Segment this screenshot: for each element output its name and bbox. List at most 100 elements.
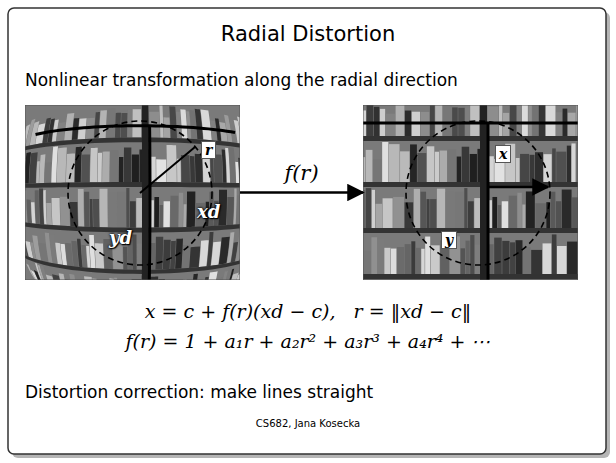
book [126, 188, 129, 228]
slide-title: Radial Distortion [0, 22, 616, 46]
book [236, 195, 240, 224]
bookshelf-photo [323, 85, 616, 325]
book [366, 150, 373, 182]
book [435, 152, 439, 182]
book [510, 242, 515, 274]
book [535, 152, 543, 182]
book [99, 110, 107, 138]
book [372, 190, 375, 228]
book [189, 247, 200, 268]
book [81, 154, 90, 182]
book [393, 197, 404, 228]
point-label: r [201, 141, 216, 159]
book [363, 251, 371, 274]
shelf-board [363, 228, 578, 233]
book [235, 229, 240, 261]
book [516, 158, 520, 182]
book [95, 243, 105, 269]
photo-panel: xy [363, 105, 578, 280]
book [60, 197, 70, 226]
point-label: y [441, 231, 457, 249]
book [375, 204, 382, 228]
book [69, 274, 79, 280]
book [132, 154, 139, 182]
book [46, 203, 52, 225]
book [374, 107, 380, 136]
book [78, 189, 84, 227]
book [557, 246, 567, 274]
book [366, 188, 371, 228]
book [535, 203, 546, 228]
book [502, 201, 509, 228]
book [405, 244, 411, 274]
book [190, 156, 195, 182]
direction-arrow [488, 186, 548, 189]
shelf-post [480, 105, 487, 280]
dashed-circle [406, 121, 550, 265]
book [190, 274, 198, 280]
shelf-board [25, 221, 240, 233]
book [84, 192, 90, 227]
book [427, 199, 430, 228]
bookshelf-photos [15, 85, 616, 325]
book [464, 188, 467, 228]
book [373, 159, 382, 182]
equation: x = c + f(r)(xd − c), r = ‖xd − c‖ [0, 300, 616, 322]
book [530, 155, 535, 182]
mapping-arrow [240, 191, 363, 194]
book [93, 199, 99, 227]
dashed-circle [68, 121, 212, 265]
book [417, 153, 426, 182]
book [551, 192, 556, 228]
book [411, 241, 415, 274]
book [437, 189, 445, 228]
book [489, 244, 494, 274]
photo-panel: rxdyd [25, 105, 240, 280]
book [367, 105, 374, 136]
reference-line [36, 126, 236, 135]
book [128, 110, 133, 138]
book [572, 197, 578, 228]
book [159, 205, 163, 228]
subtitle: Nonlinear transformation along the radia… [25, 70, 458, 90]
book [448, 149, 457, 182]
book [99, 189, 107, 228]
book [531, 250, 542, 274]
book [170, 241, 176, 269]
reference-line [487, 123, 490, 280]
book [567, 242, 577, 274]
book [378, 239, 384, 274]
book [183, 204, 186, 227]
book [440, 151, 447, 182]
book [119, 157, 124, 182]
book [494, 238, 502, 274]
book [132, 109, 141, 137]
book [457, 157, 461, 182]
book [163, 240, 171, 270]
book [455, 192, 464, 228]
reference-line [148, 126, 152, 280]
book [509, 196, 517, 228]
book [181, 155, 190, 182]
book [552, 234, 557, 274]
book [102, 151, 110, 182]
book [90, 148, 98, 182]
book [110, 150, 119, 182]
book [421, 249, 424, 274]
shelf-post [142, 105, 149, 280]
book [90, 199, 93, 227]
book [163, 201, 170, 227]
book [517, 193, 521, 228]
book [35, 190, 40, 224]
book [465, 241, 469, 274]
book [499, 105, 502, 136]
book [430, 105, 435, 136]
book [520, 154, 529, 182]
book [235, 162, 239, 183]
book [389, 144, 400, 182]
book [397, 247, 404, 274]
book [552, 148, 556, 182]
book [522, 205, 525, 228]
shelf-board [363, 182, 578, 187]
